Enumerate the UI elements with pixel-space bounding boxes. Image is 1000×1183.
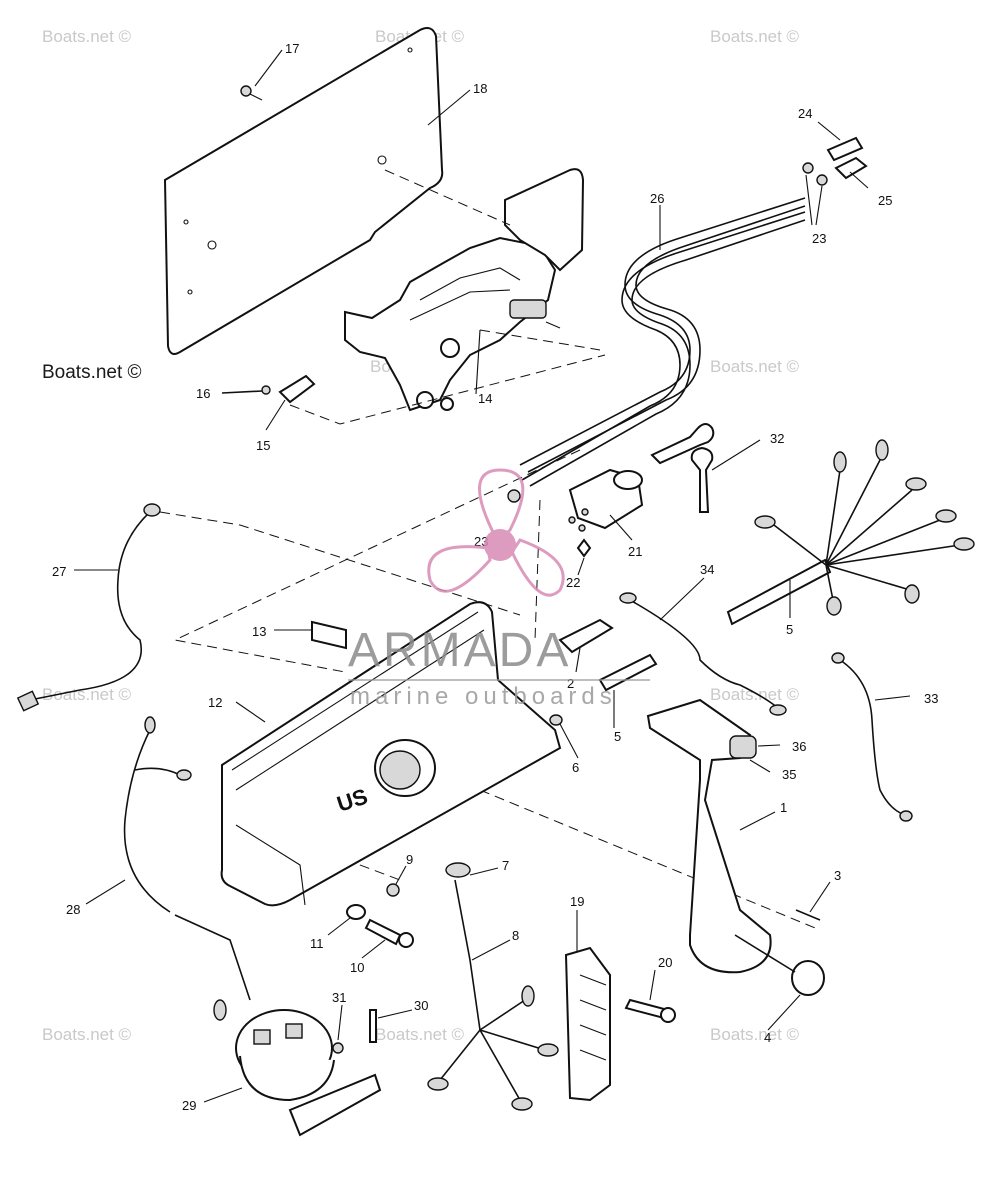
part-17-screw [240, 85, 263, 101]
callout-26: 26 [650, 191, 664, 206]
callout-5: 5 [614, 729, 621, 744]
callout-31: 31 [332, 990, 346, 1005]
callout-3: 3 [834, 868, 841, 883]
callouts: 17 18 24 25 23 26 16 15 14 32 21 23 22 2… [52, 41, 938, 1113]
callout-6: 6 [572, 760, 579, 775]
callout-19: 19 [570, 894, 584, 909]
callout-33: 33 [924, 691, 938, 706]
propeller-icon [427, 468, 565, 597]
logo-name: ARMADA [348, 624, 571, 677]
watermark-text: Boats.net © [375, 1025, 465, 1044]
part-11-washer [346, 904, 366, 920]
part-27-lead-wire [16, 503, 161, 712]
part-1-control-handle [646, 698, 772, 974]
part-14-control-mechanism [344, 168, 585, 412]
callout-35: 35 [782, 767, 796, 782]
part-21-ignition-switch [568, 468, 644, 532]
watermark-text: Boats.net © [42, 685, 132, 704]
callout-28: 28 [66, 902, 80, 917]
part-20-screw [624, 998, 676, 1023]
part-33-lead-wire [831, 652, 913, 822]
part-19-terminal-block [564, 946, 611, 1102]
part-25-cable-end [834, 156, 868, 180]
part-7-grommet [445, 862, 471, 878]
callout-11: 11 [310, 936, 324, 951]
callout-12: 12 [208, 695, 222, 710]
callout-15: 15 [256, 438, 270, 453]
callout-16: 16 [196, 386, 210, 401]
part-8-wiring-plug [427, 879, 559, 1111]
watermark-text: Boats.net © [42, 1025, 132, 1044]
part-26-control-cables [519, 197, 806, 487]
callout-23: 23 [812, 231, 826, 246]
callout-1: 1 [780, 800, 787, 815]
callout-29: 29 [182, 1098, 196, 1113]
callout-24: 24 [798, 106, 812, 121]
part-6-washer [549, 714, 563, 726]
part-23-clips [507, 162, 828, 503]
callout-36: 36 [792, 739, 806, 754]
callout-7: 7 [502, 858, 509, 873]
callout-4: 4 [764, 1030, 771, 1045]
callout-10: 10 [350, 960, 364, 975]
part-2-neutral-switch [558, 618, 614, 654]
callout-18: 18 [473, 81, 487, 96]
watermark-text: Boats.net © [710, 685, 800, 704]
part-31-nut [332, 1042, 344, 1054]
callout-13: 13 [252, 624, 266, 639]
watermark-text: Boats.net © [710, 357, 800, 376]
watermark-text: Boats.net © [710, 27, 800, 46]
part-16-screw [221, 385, 271, 395]
callout-27: 27 [52, 564, 66, 579]
part-32-keys [650, 423, 715, 513]
leader-lines [74, 49, 911, 1103]
part-10-bolt [364, 918, 414, 948]
part-34-fuse-lead [619, 592, 787, 716]
callout-22: 22 [566, 575, 580, 590]
part-24-cable-end [826, 136, 864, 162]
callout-17: 17 [285, 41, 299, 56]
part-12-control-box: US [220, 601, 562, 907]
callout-30: 30 [414, 998, 428, 1013]
part-22-nut [576, 538, 592, 558]
part-18-mounting-plate [163, 27, 444, 355]
part-5-tube [598, 558, 832, 692]
part-4-knob [734, 934, 825, 996]
callout-14: 14 [478, 391, 492, 406]
part-13-clip [311, 620, 347, 650]
part-3-pin [795, 909, 821, 921]
callout-9: 9 [406, 852, 413, 867]
watermark-text: Boats.net © [42, 27, 132, 46]
callout-21: 21 [628, 544, 642, 559]
callout-2: 2 [567, 676, 574, 691]
part-30-screw [369, 1009, 377, 1043]
callout-20: 20 [658, 955, 672, 970]
callout-25: 25 [878, 193, 892, 208]
armada-logo: ARMADA marine outboards [348, 468, 650, 710]
part-5-wiring-harness [754, 439, 975, 616]
part-9-screw [386, 883, 400, 897]
callout-34: 34 [700, 562, 714, 577]
part-29-warning-horn [235, 1009, 382, 1137]
part-28-lead-wire [123, 716, 251, 1021]
part-15-bracket [278, 374, 316, 404]
callout-32: 32 [770, 431, 784, 446]
watermark-text: Boats.net © [710, 1025, 800, 1044]
watermark-text: Boats.net © [42, 362, 142, 383]
callout-5: 5 [786, 622, 793, 637]
logo-tagline: marine outboards [350, 683, 617, 710]
callout-8: 8 [512, 928, 519, 943]
